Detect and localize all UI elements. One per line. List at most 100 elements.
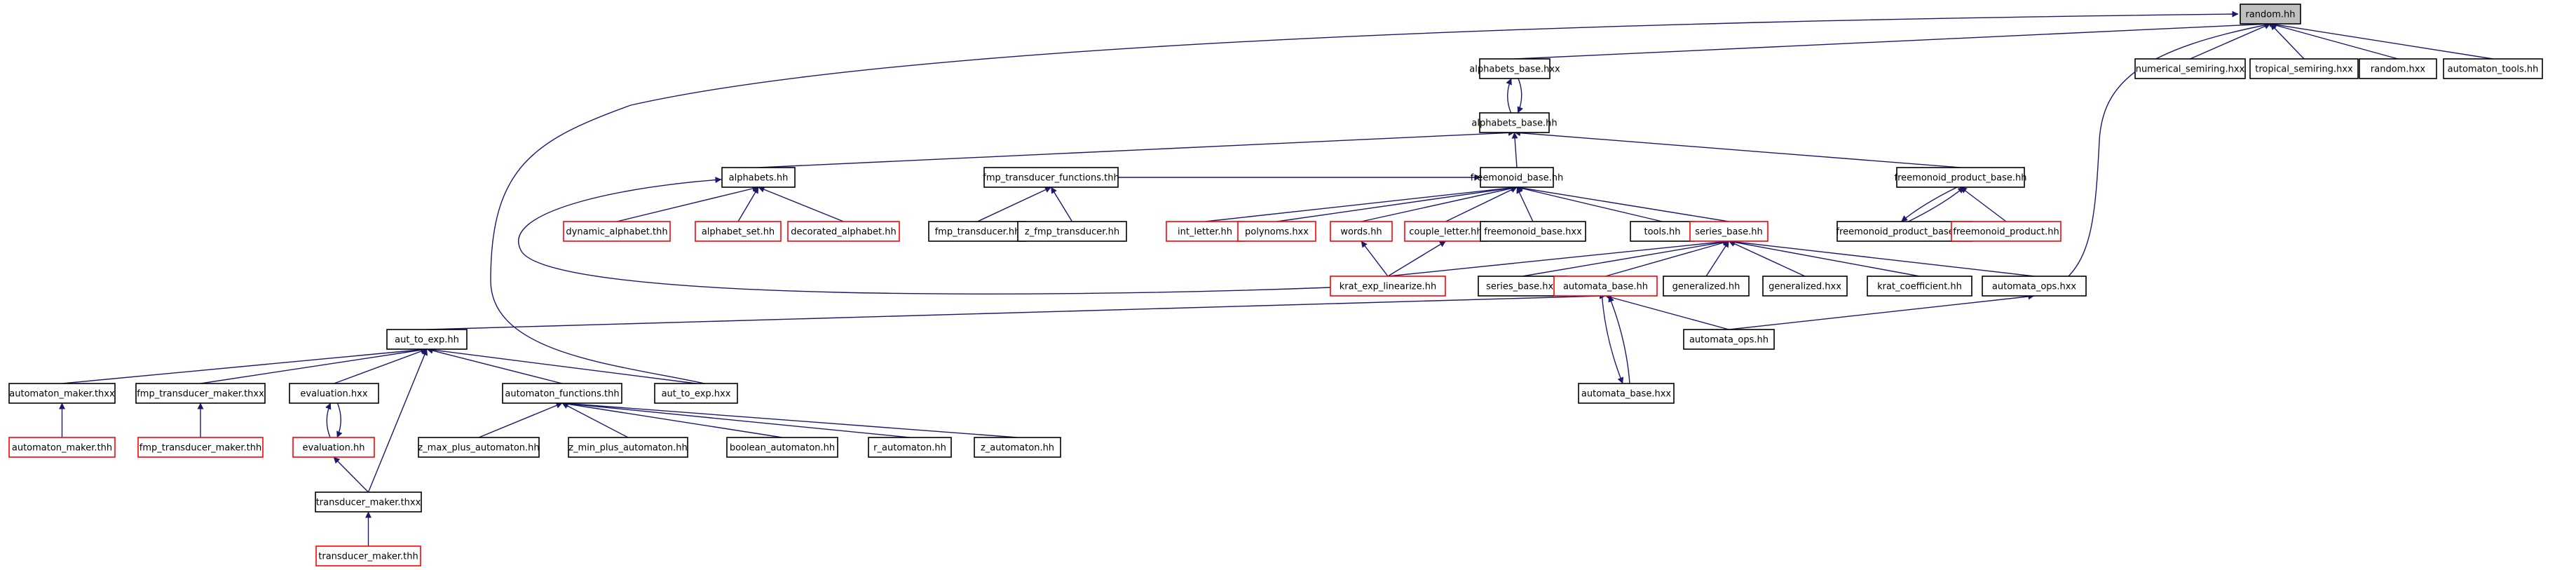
node-freemonoid-base-hxx[interactable]: freemonoid_base.hxx (1480, 221, 1586, 242)
node-fmp-transducer-hh[interactable]: fmp_transducer.hh (928, 221, 1027, 242)
node-label: automaton_maker.thxx (9, 389, 115, 400)
node-box[interactable] (1896, 167, 2025, 188)
node-evaluation-hh[interactable]: evaluation.hh (292, 437, 375, 458)
node-polynoms-hxx[interactable]: polynoms.hxx (1237, 221, 1316, 242)
node-automaton-functions-thh[interactable]: automaton_functions.thh (502, 383, 622, 404)
node-int-letter-hh[interactable]: int_letter.hh (1166, 221, 1244, 242)
node-series-base-hh[interactable]: series_base.hh (1689, 221, 1769, 242)
node-box[interactable] (1480, 221, 1586, 242)
node-box[interactable] (289, 383, 379, 404)
node-alphabets-hh[interactable]: alphabets.hh (721, 167, 796, 188)
node-random-hh[interactable]: random.hh (2240, 4, 2301, 25)
node-box[interactable] (1404, 221, 1487, 242)
node-box[interactable] (695, 221, 782, 242)
node-evaluation-hxx[interactable]: evaluation.hxx (289, 383, 379, 404)
node-couple-letter-hh[interactable]: couple_letter.hh (1404, 221, 1487, 242)
node-box[interactable] (1683, 329, 1775, 350)
node-tools-hh[interactable]: tools.hh (1630, 221, 1695, 242)
node-box[interactable] (654, 383, 738, 404)
node-krat-coefficient-hh[interactable]: krat_coefficient.hh (1867, 276, 1972, 297)
node-label: automaton_tools.hh (2448, 65, 2539, 75)
node-alphabets-base-hxx[interactable]: alphabets_base.hxx (1469, 58, 1560, 79)
node-decorated-alphabet-hh[interactable]: decorated_alphabet.hh (787, 221, 900, 242)
node-box[interactable] (1330, 221, 1393, 242)
node-box[interactable] (1237, 221, 1316, 242)
node-automata-ops-hh[interactable]: automata_ops.hh (1683, 329, 1775, 350)
node-box[interactable] (726, 437, 838, 458)
node-label: series_base.hxx (1486, 282, 1559, 292)
node-random-hxx[interactable]: random.hxx (2359, 58, 2437, 79)
node-box[interactable] (868, 437, 952, 458)
node-box[interactable] (1689, 221, 1769, 242)
node-transducer-maker-thxx[interactable]: transducer_maker.thxx (315, 491, 422, 513)
node-box[interactable] (137, 437, 264, 458)
node-box[interactable] (292, 437, 375, 458)
node-alphabet-set-hh[interactable]: alphabet_set.hh (695, 221, 782, 242)
node-dynamic-alphabet-thh[interactable]: dynamic_alphabet.thh (563, 221, 671, 242)
node-box[interactable] (1762, 276, 1848, 297)
node-z-min-plus-automaton-hh[interactable]: z_min_plus_automaton.hh (568, 437, 688, 458)
node-box[interactable] (386, 329, 468, 350)
node-box[interactable] (2443, 58, 2543, 79)
node-z-fmp-transducer-hh[interactable]: z_fmp_transducer.hh (1017, 221, 1127, 242)
node-box[interactable] (1663, 276, 1750, 297)
node-krat-exp-linearize-hh[interactable]: krat_exp_linearize.hh (1330, 276, 1446, 297)
node-box[interactable] (983, 167, 1119, 188)
node-z-automaton-hh[interactable]: z_automaton.hh (974, 437, 1061, 458)
node-box[interactable] (1017, 221, 1127, 242)
node-generalized-hxx[interactable]: generalized.hxx (1762, 276, 1848, 297)
node-box[interactable] (1480, 167, 1554, 188)
node-fmp-transducer-functions-thh[interactable]: fmp_transducer_functions.thh (983, 167, 1119, 188)
node-numerical-semiring-hxx[interactable]: numerical_semiring.hxx (2134, 58, 2246, 79)
node-box[interactable] (315, 491, 422, 513)
node-box[interactable] (928, 221, 1027, 242)
node-automata-base-hh[interactable]: automata_base.hh (1553, 276, 1658, 297)
node-box[interactable] (1578, 383, 1675, 404)
node-box[interactable] (502, 383, 622, 404)
node-z-max-plus-automaton-hh[interactable]: z_max_plus_automaton.hh (418, 437, 540, 458)
node-box[interactable] (2240, 4, 2301, 25)
node-box[interactable] (2249, 58, 2359, 79)
node-box[interactable] (1330, 276, 1446, 297)
node-box[interactable] (1479, 58, 1551, 79)
node-box[interactable] (1867, 276, 1972, 297)
node-freemonoid-product-hh[interactable]: freemonoid_product.hh (1951, 221, 2062, 242)
node-fmp-transducer-maker-thh[interactable]: fmp_transducer_maker.thh (137, 437, 264, 458)
node-freemonoid-product-base-hh[interactable]: freemonoid_product_base.hh (1895, 167, 2027, 188)
node-aut-to-exp-hh[interactable]: aut_to_exp.hh (386, 329, 468, 350)
node-box[interactable] (8, 383, 116, 404)
node-automaton-maker-thxx[interactable]: automaton_maker.thxx (8, 383, 116, 404)
node-transducer-maker-thh[interactable]: transducer_maker.thh (315, 545, 421, 566)
node-words-hh[interactable]: words.hh (1330, 221, 1393, 242)
node-box[interactable] (721, 167, 796, 188)
node-box[interactable] (2359, 58, 2437, 79)
node-box[interactable] (8, 437, 116, 458)
node-generalized-hh[interactable]: generalized.hh (1663, 276, 1750, 297)
node-box[interactable] (568, 437, 688, 458)
node-r-automaton-hh[interactable]: r_automaton.hh (868, 437, 952, 458)
node-automaton-tools-hh[interactable]: automaton_tools.hh (2443, 58, 2543, 79)
node-boolean-automaton-hh[interactable]: boolean_automaton.hh (726, 437, 838, 458)
node-series-base-hxx[interactable]: series_base.hxx (1478, 276, 1567, 297)
node-box[interactable] (1630, 221, 1695, 242)
node-box[interactable] (974, 437, 1061, 458)
node-box[interactable] (1479, 112, 1550, 133)
edge-aut-to-exp-hh-to-automata-base-hh (426, 292, 1606, 330)
node-automata-ops-hxx[interactable]: automata_ops.hxx (1982, 276, 2087, 297)
node-box[interactable] (787, 221, 900, 242)
node-box[interactable] (135, 383, 266, 404)
node-box[interactable] (2134, 58, 2246, 79)
node-box[interactable] (315, 545, 421, 566)
node-automata-base-hxx[interactable]: automata_base.hxx (1578, 383, 1675, 404)
node-box[interactable] (418, 437, 540, 458)
node-automaton-maker-thh[interactable]: automaton_maker.thh (8, 437, 116, 458)
node-box[interactable] (1951, 221, 2062, 242)
node-freemonoid-base-hh[interactable]: freemonoid_base.hh (1471, 167, 1563, 188)
node-fmp-transducer-maker-thxx[interactable]: fmp_transducer_maker.thxx (135, 383, 266, 404)
node-box[interactable] (1982, 276, 2087, 297)
node-tropical-semiring-hxx[interactable]: tropical_semiring.hxx (2249, 58, 2359, 79)
node-box[interactable] (563, 221, 671, 242)
node-alphabets-base-hh[interactable]: alphabets_base.hh (1471, 112, 1558, 133)
node-box[interactable] (1553, 276, 1658, 297)
node-aut-to-exp-hxx[interactable]: aut_to_exp.hxx (654, 383, 738, 404)
